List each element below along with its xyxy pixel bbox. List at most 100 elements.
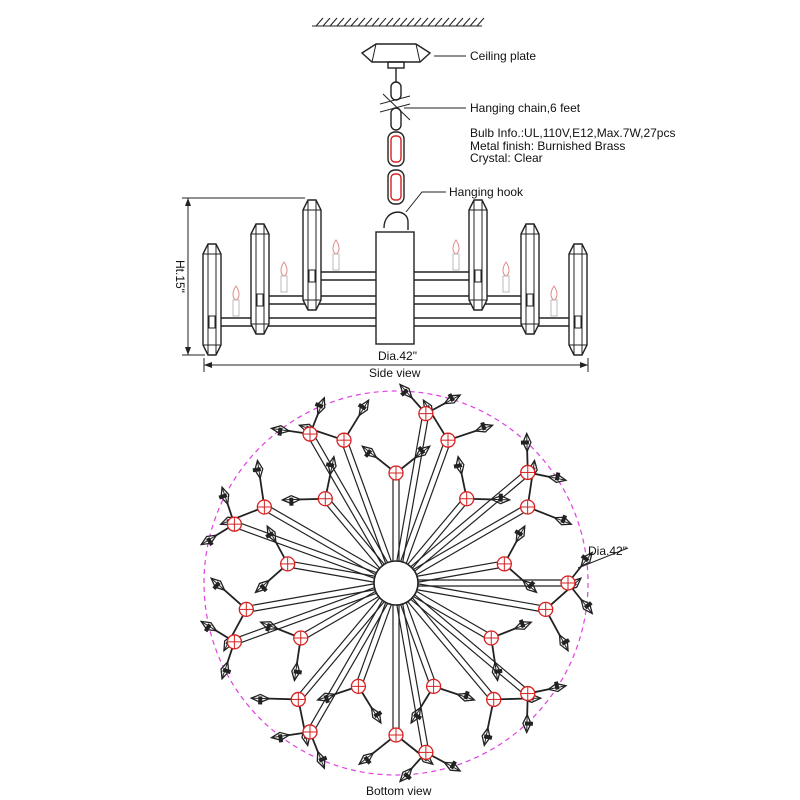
socket [520, 464, 536, 481]
socket [560, 575, 576, 591]
crystal-tip [209, 577, 226, 592]
crystal-tip [269, 731, 291, 743]
crystal-tip [558, 633, 571, 653]
bottom-arm [269, 600, 389, 770]
bottom-arm [199, 485, 377, 579]
candle-bulb [332, 239, 340, 271]
crystal-tip [361, 445, 378, 459]
crystal-tip [553, 514, 573, 526]
socket [280, 556, 296, 572]
socket [483, 630, 499, 646]
bottom-arm [407, 455, 512, 569]
height-label: Ht.15" [173, 260, 187, 293]
socket [519, 499, 536, 515]
crystal-tip [398, 766, 413, 783]
candle-bulb [452, 239, 460, 271]
hanging-hook-label: Hanging hook [449, 185, 524, 199]
crystal-tip [316, 749, 328, 770]
side-crystal [468, 199, 488, 311]
crystal-tip [249, 693, 271, 705]
candle-bulb [550, 285, 558, 317]
bottom-arm [417, 524, 538, 594]
bottom-arms [199, 383, 594, 783]
socket [425, 678, 442, 695]
socket [418, 744, 434, 761]
candle-bulb [280, 261, 288, 293]
crystal-tip [513, 619, 533, 630]
arms [210, 271, 580, 327]
crystal-tip [453, 455, 465, 476]
crystal-tip [252, 458, 264, 480]
crystal-tip [220, 660, 232, 681]
crystal-tip [522, 712, 533, 735]
side-crystal [202, 243, 222, 356]
side-crystal [302, 199, 322, 311]
crystal-tip [269, 424, 291, 436]
crystal-tip [199, 620, 218, 633]
candle-bulb [232, 285, 240, 317]
crystal-tip [473, 421, 495, 433]
socket [302, 426, 318, 442]
crystal-tip [398, 383, 413, 400]
crystal-tip [370, 706, 383, 725]
socket [302, 724, 318, 740]
hanging-chain-label: Hanging chain,6 feet [470, 101, 581, 115]
crystal-tip [481, 726, 493, 748]
crystal-tip [546, 681, 568, 693]
crystal-tip [357, 752, 375, 766]
crystal-tip [442, 393, 462, 405]
socket [388, 727, 404, 743]
side-crystal [568, 243, 588, 356]
bottom-arm [413, 590, 533, 683]
hanging-chain [379, 81, 411, 205]
bottom-arm [400, 602, 476, 725]
bottom-arm [259, 590, 379, 683]
side-view: Ht.15" Dia.42" Side view Ceiling plate H… [173, 17, 675, 380]
crystal-tip [514, 524, 526, 544]
socket [290, 691, 306, 708]
bottom-view: Dia.42" Bottom view [199, 383, 629, 798]
spec-metal: Metal finish: Burnished Brass [470, 139, 625, 153]
socket [226, 516, 243, 532]
socket [440, 432, 456, 448]
bottom-arm [396, 383, 462, 562]
socket [317, 491, 333, 507]
side-crystal [250, 223, 270, 335]
bottom-arm [410, 431, 568, 572]
spec-crystal: Crystal: Clear [470, 151, 543, 165]
bottom-arm [254, 524, 375, 594]
bottom-arm [396, 604, 462, 783]
crystal-tip [442, 760, 462, 772]
candle-bulb [502, 261, 510, 293]
crystal-tip [254, 579, 271, 594]
center-hub [373, 560, 419, 606]
diameter-label-bottom: Dia.42" [588, 544, 627, 558]
socket [520, 685, 536, 702]
socket [293, 630, 309, 646]
diameter-label-side: Dia.42" [378, 349, 417, 363]
diameter-dimension-side [203, 358, 589, 372]
crystal-tip [280, 494, 302, 506]
socket [336, 432, 352, 448]
ceiling-plate [360, 43, 432, 82]
crystal-tip [314, 396, 326, 417]
diameter-circle [203, 390, 589, 776]
socket [388, 465, 404, 481]
crystal-tip [520, 431, 532, 454]
crystal-tip [291, 661, 302, 683]
side-crystals [202, 199, 588, 356]
spec-bulb: Bulb Info.:UL,110V,E12,Max.7W,27pcs [470, 126, 675, 140]
socket [459, 491, 475, 507]
socket [538, 601, 554, 618]
socket [486, 691, 502, 708]
socket [418, 405, 434, 422]
center-body [375, 231, 415, 345]
height-dimension [182, 197, 305, 356]
socket [238, 601, 254, 618]
bottom-arm [280, 455, 385, 569]
bottom-arm [418, 551, 594, 615]
bottom-view-label: Bottom view [366, 784, 432, 798]
bottom-arm [410, 594, 568, 735]
crystal-tip [546, 472, 568, 484]
